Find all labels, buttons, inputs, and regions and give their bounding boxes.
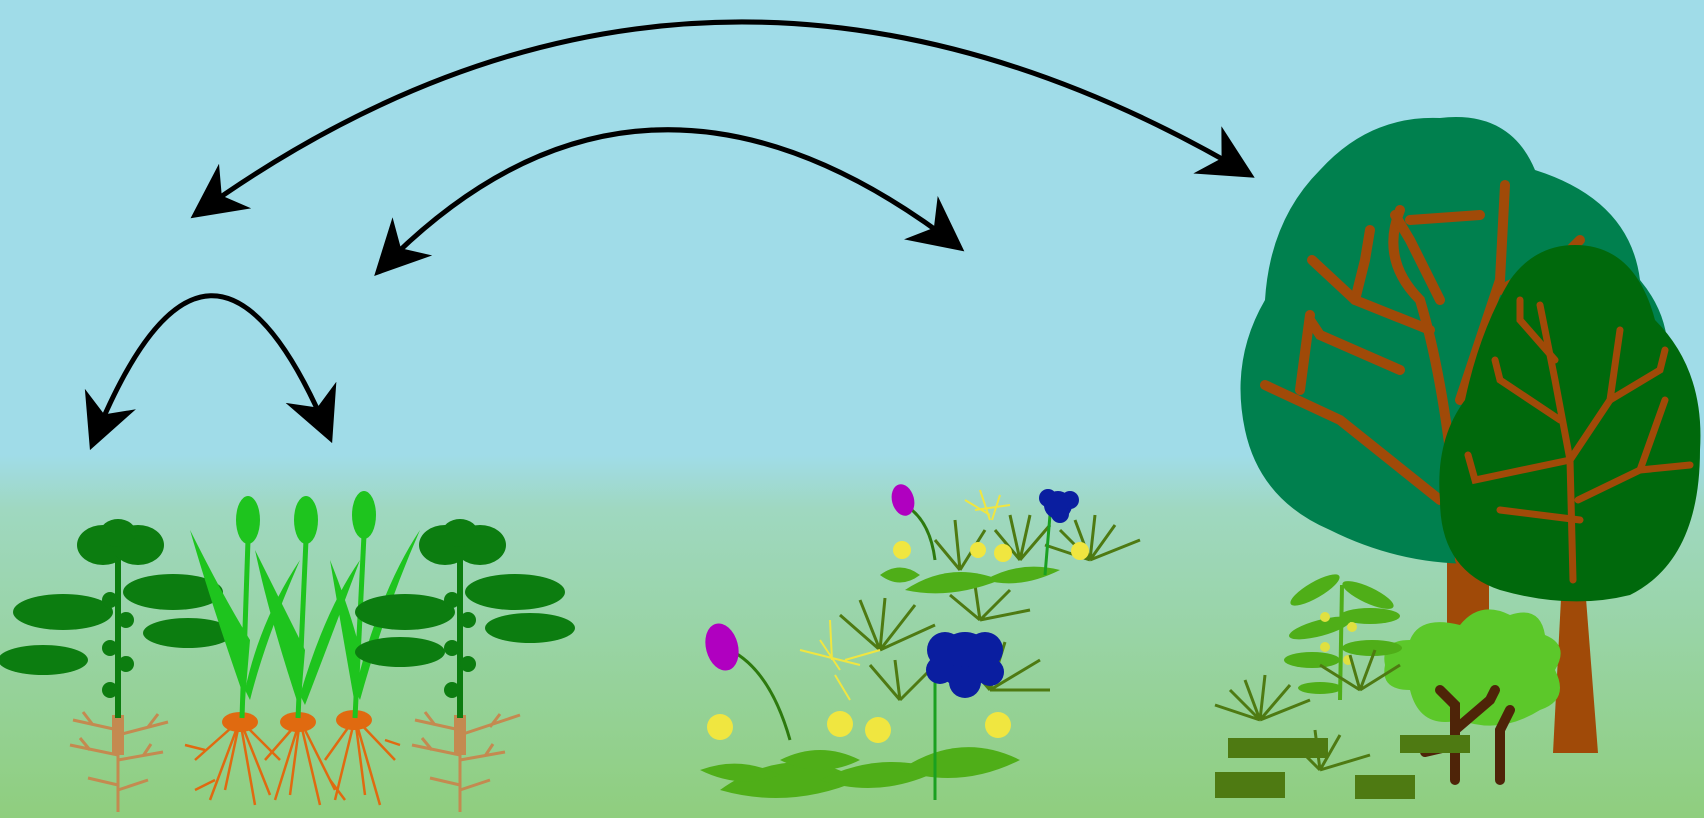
diagram-canvas (0, 0, 1704, 818)
ecosystem-diagram (0, 0, 1704, 818)
